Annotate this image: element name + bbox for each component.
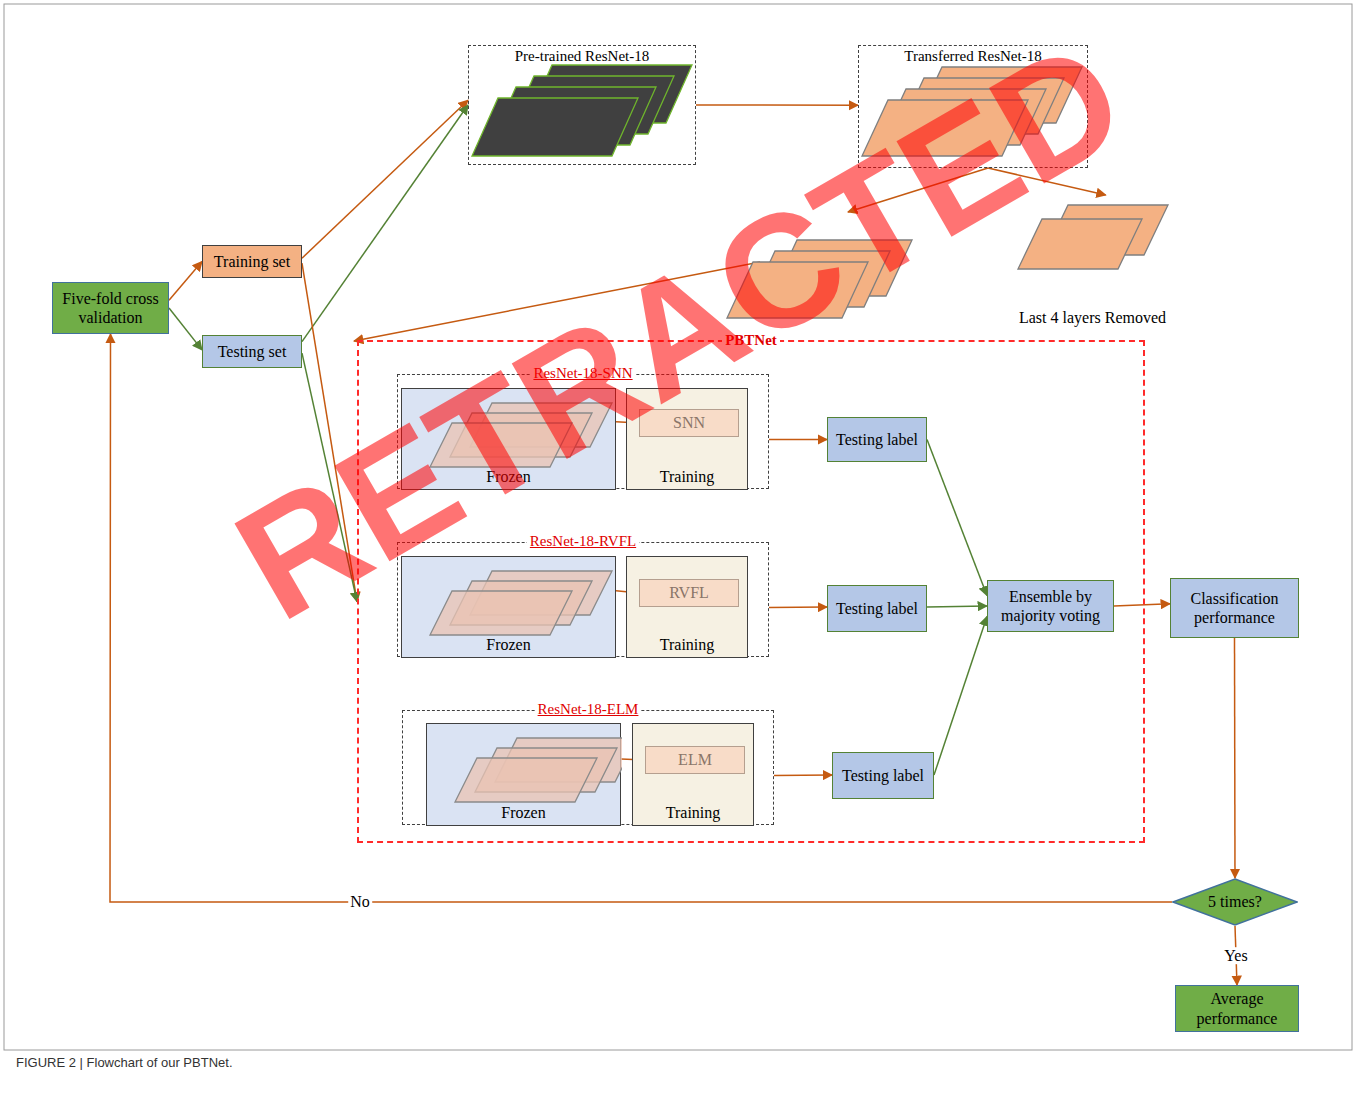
node-text: Training: [627, 635, 747, 654]
training-panel: Training RVFL: [626, 556, 748, 658]
heading-holder: ResNet-18-RVFL: [398, 533, 768, 550]
model-group: Pre-trained ResNet-18: [468, 45, 696, 165]
connector: [169, 308, 202, 350]
network-group: PBTNetResNet-18-SNNFrozenTrainingSNNResN…: [357, 340, 1145, 843]
node-text: SNN: [673, 413, 705, 432]
node-text: Frozen: [402, 467, 615, 486]
layer-shape: [1018, 219, 1142, 269]
layer-shape: [472, 98, 638, 156]
node-text: ResNet-18-ELM: [535, 701, 642, 718]
node-text: Training set: [214, 252, 290, 271]
watermark: RETRACTED: [213, 14, 1147, 646]
frozen-panel: Frozen: [401, 388, 616, 490]
connector: [934, 616, 987, 775]
model-group: ResNet-18-ELMFrozenTrainingELM: [402, 710, 774, 825]
connector: [769, 439, 827, 441]
frozen-panel: Frozen: [426, 723, 621, 826]
data-box: Training set: [202, 245, 302, 278]
node-text: Frozen: [402, 635, 615, 654]
model-group: Transferred ResNet-18: [858, 45, 1088, 168]
heading-holder: ResNet-18-SNN: [398, 365, 768, 382]
layer-shape: [430, 423, 572, 467]
removed-layers: Last 4 layers Removed: [1010, 195, 1175, 330]
process-box: Testing label: [827, 417, 927, 462]
training-panel: Training SNN: [626, 388, 748, 490]
data-box: Testing set: [202, 335, 302, 368]
node-text: PBTNet: [722, 332, 780, 349]
connector: [774, 774, 832, 776]
connector: [1234, 638, 1236, 878]
edge-label: No: [348, 893, 372, 911]
process-box: Classification performance: [1170, 578, 1299, 638]
layer-shape: [727, 262, 868, 318]
heading-holder: ResNet-18-ELM: [403, 701, 773, 718]
connector: [927, 606, 987, 607]
connector: [302, 105, 468, 342]
connector: [988, 168, 1106, 195]
node-text: Average performance: [1180, 989, 1294, 1027]
node-text: ResNet-18-SNN: [530, 365, 635, 382]
connector: [169, 262, 202, 301]
layer-arrow: [354, 262, 760, 341]
node-text: Testing label: [836, 430, 918, 449]
classifier-box: SNN: [639, 409, 739, 437]
connector: [1114, 604, 1170, 606]
connector: [110, 334, 1172, 902]
edge-label: Yes: [1222, 947, 1249, 965]
layer-stacks: [472, 65, 1082, 318]
node-text: Classification performance: [1175, 589, 1294, 627]
node-text: Testing label: [836, 599, 918, 618]
connector: [302, 353, 357, 601]
decision-diamond: 5 times?: [1172, 878, 1298, 926]
process-box: Five-fold cross validation: [52, 282, 169, 334]
node-text: 5 times?: [1208, 892, 1262, 911]
process-box: Ensemble by majority voting: [987, 580, 1114, 632]
connector: [696, 104, 858, 106]
node-text: Pre-trained ResNet-18: [469, 47, 695, 65]
process-box: Testing label: [832, 752, 934, 799]
training-panel: Training ELM: [632, 723, 754, 826]
connector: [769, 606, 827, 608]
connector: [302, 263, 357, 601]
node-text: Testing set: [218, 342, 287, 361]
figure-caption: FIGURE 2 | Flowchart of our PBTNet.: [16, 1055, 233, 1070]
layer-shape: [430, 591, 572, 635]
node-text: Frozen: [427, 803, 620, 822]
node-text: Training: [627, 467, 747, 486]
connector: [302, 100, 468, 258]
node-text: Ensemble by majority voting: [992, 587, 1109, 625]
node-text: Training: [633, 803, 753, 822]
heading-holder: PBTNet: [359, 332, 1143, 349]
layer-arrow: [848, 168, 988, 212]
figure-frame: [4, 4, 1352, 1050]
diamond-shape: [1173, 879, 1297, 925]
classifier-box: RVFL: [639, 579, 739, 607]
connector: [927, 440, 987, 596]
terminal-box: Average performance: [1175, 985, 1299, 1032]
layer-shape: [455, 758, 597, 802]
classifier-box: ELM: [645, 746, 745, 774]
node-text: ELM: [678, 750, 712, 769]
layer-shape: [862, 100, 1028, 156]
model-group: ResNet-18-RVFLFrozenTrainingRVFL: [397, 542, 769, 657]
node-text: ResNet-18-RVFL: [527, 533, 639, 550]
node-text: Transferred ResNet-18: [859, 47, 1087, 65]
node-text: RVFL: [669, 583, 709, 602]
node-text: Last 4 layers Removed: [1010, 308, 1175, 327]
process-box: Testing label: [827, 585, 927, 632]
node-text: Testing label: [842, 766, 924, 785]
node-text: Five-fold cross validation: [57, 289, 164, 327]
frozen-panel: Frozen: [401, 556, 616, 658]
model-group: ResNet-18-SNNFrozenTrainingSNN: [397, 374, 769, 489]
